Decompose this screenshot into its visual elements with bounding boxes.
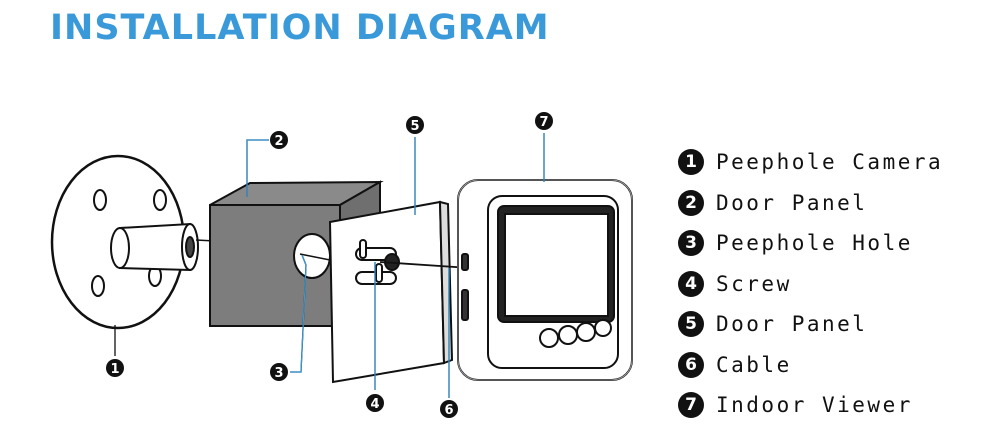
leader-lines-accent (246, 133, 545, 398)
callout-5: 5 (406, 116, 424, 134)
callout-2: 2 (270, 131, 288, 149)
legend-item: 3 Peephole Hole (678, 223, 943, 264)
legend-label: Peephole Camera (716, 150, 944, 175)
svg-text:1: 1 (110, 362, 119, 377)
callout-7: 7 (535, 112, 553, 130)
callout-1: 1 (106, 359, 124, 377)
svg-text:6: 6 (444, 403, 453, 418)
legend: 1 Peephole Camera 2 Door Panel 3 Peephol… (678, 142, 943, 426)
legend-number-5: 5 (678, 311, 704, 338)
legend-number-6: 6 (678, 351, 704, 378)
legend-item: 5 Door Panel (678, 304, 943, 345)
legend-item: 2 Door Panel (678, 183, 943, 224)
svg-text:3: 3 (274, 366, 283, 381)
svg-text:5: 5 (410, 119, 419, 134)
legend-item: 6 Cable (678, 345, 943, 386)
legend-label: Door Panel (716, 190, 868, 215)
peephole-camera (50, 154, 216, 330)
legend-label: Peephole Hole (716, 231, 913, 256)
legend-item: 4 Screw (678, 264, 943, 305)
legend-item: 1 Peephole Camera (678, 142, 943, 183)
callout-6: 6 (440, 400, 458, 418)
door-panel-plate (328, 200, 471, 384)
callout-4: 4 (366, 394, 384, 412)
legend-number-3: 3 (678, 230, 704, 257)
legend-number-4: 4 (678, 270, 704, 297)
legend-label: Screw (716, 271, 792, 296)
svg-text:4: 4 (370, 397, 379, 412)
callout-3: 3 (270, 363, 288, 381)
svg-text:7: 7 (539, 115, 548, 130)
legend-item: 7 Indoor Viewer (678, 385, 943, 426)
legend-number-1: 1 (678, 149, 704, 176)
legend-number-7: 7 (678, 392, 704, 419)
svg-text:2: 2 (274, 134, 283, 149)
legend-number-2: 2 (678, 189, 704, 216)
indoor-viewer (457, 179, 633, 381)
legend-label: Indoor Viewer (716, 393, 913, 418)
legend-label: Door Panel (716, 312, 868, 337)
page-title: INSTALLATION DIAGRAM (50, 8, 550, 48)
legend-label: Cable (716, 352, 792, 377)
